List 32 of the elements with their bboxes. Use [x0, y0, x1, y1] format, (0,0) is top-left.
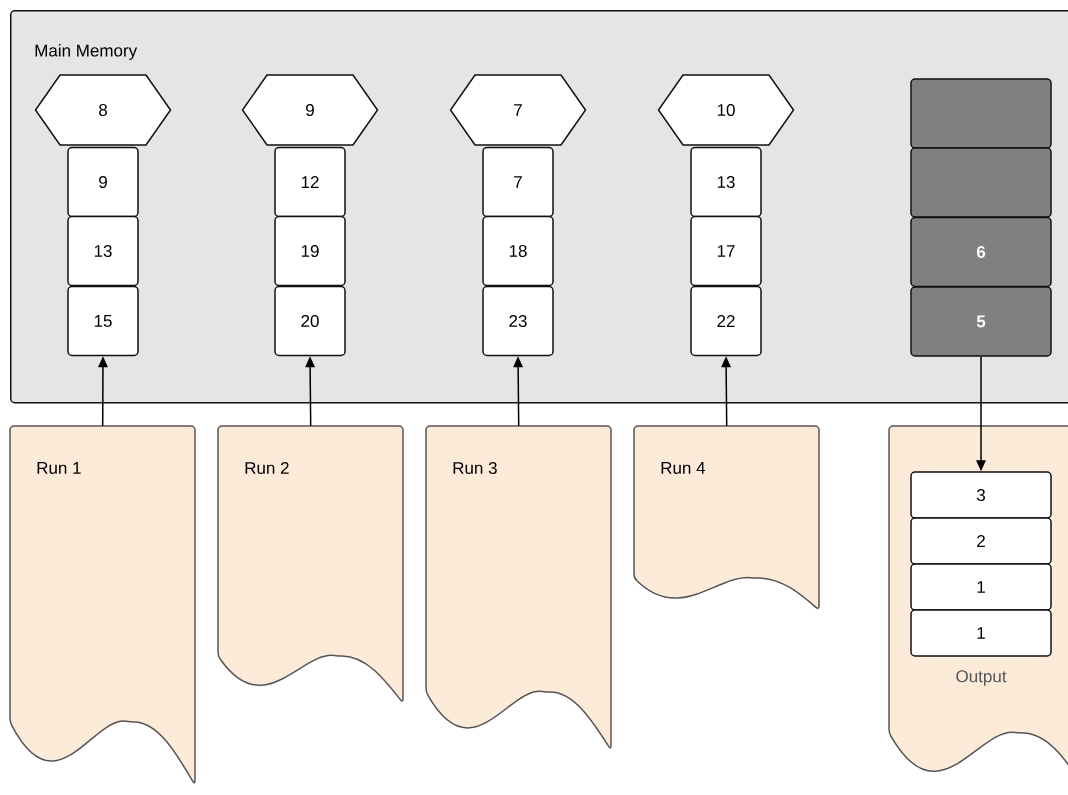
value-box: 23 [482, 285, 554, 357]
value-box: 9 [67, 146, 139, 218]
value-box: 13 [67, 215, 139, 287]
value-box: 17 [690, 215, 762, 287]
arrow [305, 356, 316, 427]
node-label: 2 [977, 535, 985, 547]
value-box: 19 [274, 215, 346, 287]
value-box: 3 [910, 471, 1052, 519]
arrow [97, 356, 108, 427]
node-label: 3 [976, 488, 985, 502]
value-box: 13 [690, 146, 762, 218]
value-box: 1 [910, 563, 1052, 611]
value-box: 7 [482, 146, 554, 218]
arrow [976, 356, 986, 472]
value-box: 1 [910, 609, 1052, 657]
buffer-box: 6 [910, 216, 1052, 288]
value-box: 22 [690, 285, 762, 357]
hexagon: 7 [449, 74, 587, 146]
hexagon: 8 [34, 74, 172, 146]
node-label: 1 [977, 581, 985, 593]
value-box: 12 [274, 146, 346, 218]
value-box: 2 [910, 517, 1052, 565]
hexagon: 10 [657, 74, 795, 146]
value-box: 15 [67, 285, 139, 357]
arrow [721, 356, 732, 427]
buffer-box [910, 147, 1052, 218]
buffer-box: 5 [910, 286, 1052, 357]
arrow [513, 356, 524, 427]
buffer-box [910, 78, 1052, 149]
value-box: 18 [482, 215, 554, 287]
hexagon: 9 [241, 74, 379, 146]
value-box: 20 [274, 285, 346, 357]
